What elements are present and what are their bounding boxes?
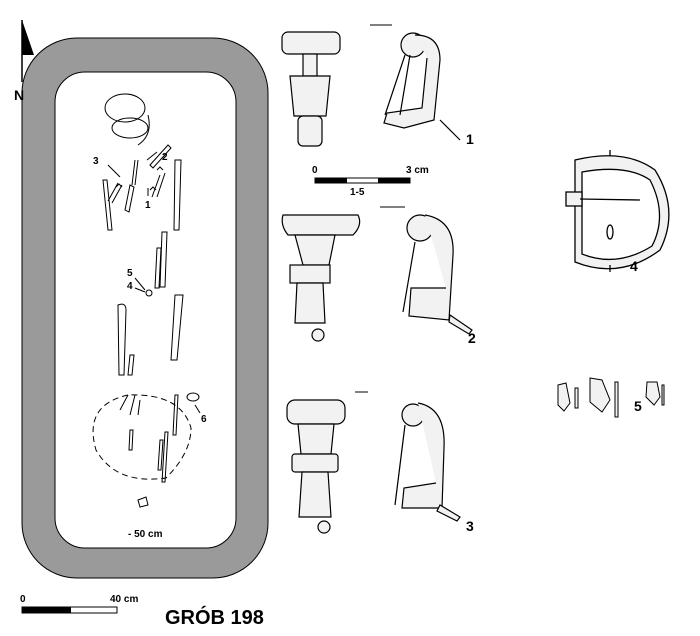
find-4-buckle-drawing — [565, 150, 670, 272]
finds-scale-start: 0 — [312, 165, 318, 176]
finds-scale-end: 3 cm — [406, 165, 429, 176]
finds-scale-range: 1-5 — [350, 187, 365, 198]
section-marks — [355, 24, 405, 393]
plan-label-3: 3 — [93, 156, 99, 167]
plan-scale-end: 40 cm — [110, 594, 139, 605]
find-label-4: 4 — [630, 258, 638, 274]
skeleton-remains — [92, 93, 201, 508]
find-3-fibula-drawing — [286, 399, 461, 534]
find-label-2: 2 — [468, 330, 476, 346]
find-label-1: 1 — [466, 131, 474, 147]
find-label-5: 5 — [634, 398, 642, 414]
north-arrow-icon — [21, 20, 34, 82]
plan-label-4: 4 — [127, 281, 133, 292]
find-label-3: 3 — [466, 518, 474, 534]
plan-label-1: 1 — [145, 200, 151, 211]
find-1-fibula-drawing — [281, 31, 461, 147]
north-label: N — [14, 87, 25, 103]
finds-scale-bar — [314, 177, 411, 184]
depth-label: - 50 cm — [128, 529, 163, 540]
find-5-fragments-drawing — [557, 377, 665, 418]
grave-title: GRÓB 198 — [165, 607, 264, 629]
plan-label-5: 5 — [127, 268, 133, 279]
plan-scale-start: 0 — [20, 594, 26, 605]
plan-label-6: 6 — [201, 414, 207, 425]
plan-scale-bar — [21, 606, 118, 614]
find-2-fibula-drawing — [281, 214, 473, 342]
plan-label-2: 2 — [162, 152, 168, 163]
